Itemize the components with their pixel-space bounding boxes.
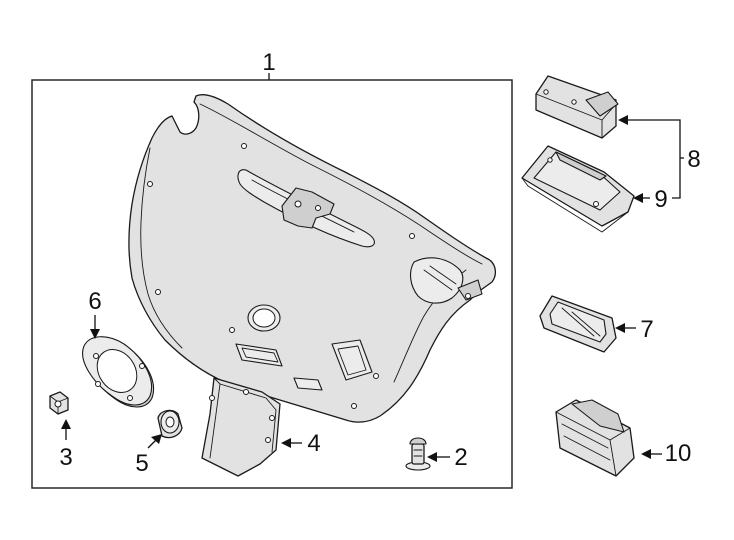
arrow-5 [151, 434, 162, 444]
arrow-2 [427, 452, 437, 462]
switch-module [555, 399, 635, 477]
arrow-10 [641, 449, 651, 459]
callout-1: 1 [262, 49, 275, 76]
trunk-lid-trim-panel [128, 94, 497, 423]
arrow-7 [615, 323, 625, 333]
callout-10: 10 [665, 440, 692, 467]
arrow-4 [281, 438, 291, 448]
lamp-base [521, 145, 635, 233]
arrow-3 [61, 419, 71, 429]
callout-3: 3 [59, 444, 72, 471]
bracket-cover [201, 377, 281, 477]
push-clip [405, 437, 431, 471]
callout-5: 5 [135, 450, 148, 477]
callout-7: 7 [640, 316, 653, 343]
handle-lens [539, 295, 617, 353]
assembly-frame [31, 79, 513, 489]
leader-8-9-bracket [626, 119, 681, 199]
callout-8: 8 [687, 146, 700, 173]
callout-4: 4 [307, 430, 320, 457]
speaker-ring [82, 336, 154, 408]
callout-6: 6 [88, 288, 101, 315]
arrow-8 [618, 115, 628, 125]
callout-9: 9 [654, 186, 667, 213]
arrow-9 [633, 193, 643, 203]
arrow-6 [90, 329, 100, 339]
callout-2: 2 [454, 444, 467, 471]
lamp-housing [535, 75, 619, 139]
leader-5 [147, 439, 157, 449]
grommet-nut [157, 409, 183, 439]
hex-nut [49, 391, 69, 415]
